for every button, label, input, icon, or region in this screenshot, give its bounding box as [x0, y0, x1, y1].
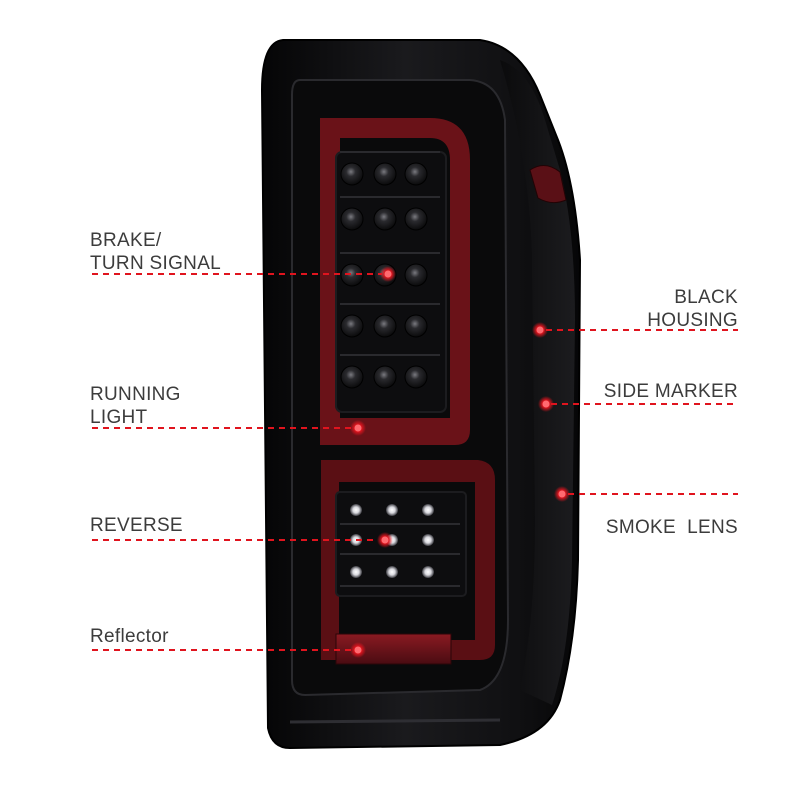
reverse-led: [386, 504, 398, 516]
side-marker-lens: [529, 165, 567, 204]
brake-led: [404, 207, 428, 231]
brake-led: [373, 314, 397, 338]
brake-led: [340, 365, 364, 389]
brake-label-line-1: BRAKE/: [90, 230, 162, 251]
brake-led: [340, 207, 364, 231]
brake-led: [404, 162, 428, 186]
brake-led: [373, 207, 397, 231]
running-label-line-2: LIGHT: [90, 407, 148, 428]
reverse-led: [422, 534, 434, 546]
reverse-led: [350, 566, 362, 578]
brake-led: [404, 314, 428, 338]
upper-light-bar: [330, 118, 470, 445]
reverse-label: REVERSE: [90, 514, 183, 537]
side-marker-label: SIDE MARKER: [604, 380, 738, 403]
brake-led: [340, 263, 364, 287]
housing-label-line-2: HOUSING: [647, 310, 738, 331]
black-housing-label: BLACK HOUSING: [647, 286, 738, 332]
reverse-led: [350, 504, 362, 516]
smoke-lens-label: SMOKE LENS: [606, 470, 738, 585]
marker-label-line-1: SIDE MARKER: [603, 381, 738, 402]
reflector-label: Reflector: [90, 625, 169, 648]
brake-led: [404, 263, 428, 287]
reverse-label-line-1: REVERSE: [90, 515, 183, 536]
brake-led: [404, 365, 428, 389]
running-light-label: RUNNING LIGHT: [90, 383, 181, 429]
reverse-led: [422, 504, 434, 516]
brake-led: [373, 365, 397, 389]
running-label-line-1: RUNNING: [90, 384, 181, 405]
reflector-label-line-1: Reflector: [90, 626, 169, 647]
housing-label-line-1: BLACK: [674, 287, 738, 308]
side-panel: [500, 60, 575, 705]
lens-label-line-1: SMOKE LENS: [605, 517, 738, 538]
brake-turn-signal-label: BRAKE/ TURN SIGNAL: [90, 229, 221, 275]
reverse-led: [422, 566, 434, 578]
brake-led: [340, 162, 364, 186]
brake-label-line-2: TURN SIGNAL: [90, 253, 222, 274]
brake-led: [373, 162, 397, 186]
reverse-led: [386, 566, 398, 578]
brake-led: [340, 314, 364, 338]
